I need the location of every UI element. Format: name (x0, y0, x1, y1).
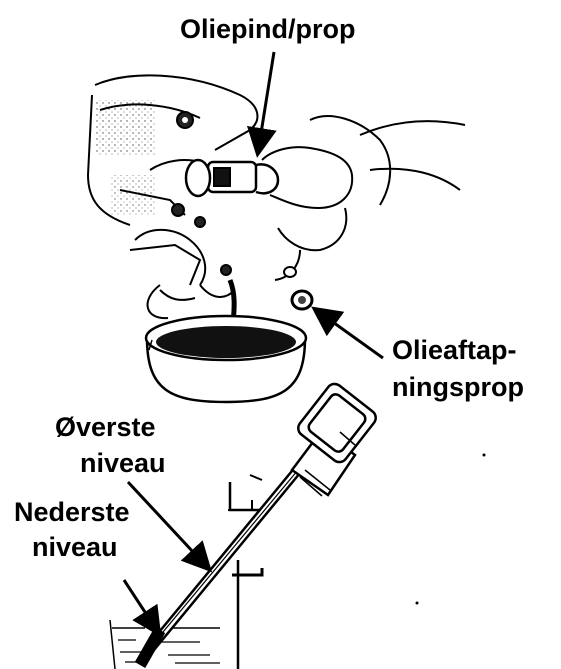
leader-aftapningsprop (316, 310, 383, 358)
drain-plug-parts (284, 267, 312, 309)
label-overste-niveau-line2: niveau (80, 448, 166, 478)
hand-lower (135, 230, 235, 318)
hand-upper (186, 116, 465, 280)
label-nederste-niveau-line1: Nederste (14, 497, 130, 527)
label-oliepind-prop: Oliepind/prop (180, 14, 356, 44)
label-nederste-niveau-line2: niveau (32, 532, 118, 562)
label-overste-niveau-line1: Øverste (55, 412, 156, 442)
leader-oliepind (258, 52, 274, 152)
label-olieaftapningsprop-line1: Olieaftap- (392, 335, 517, 365)
leader-overste (128, 482, 208, 568)
drain-bowl (146, 316, 306, 402)
label-olieaftapningsprop-line2: ningsprop (392, 372, 524, 402)
leader-nederste (124, 580, 158, 632)
